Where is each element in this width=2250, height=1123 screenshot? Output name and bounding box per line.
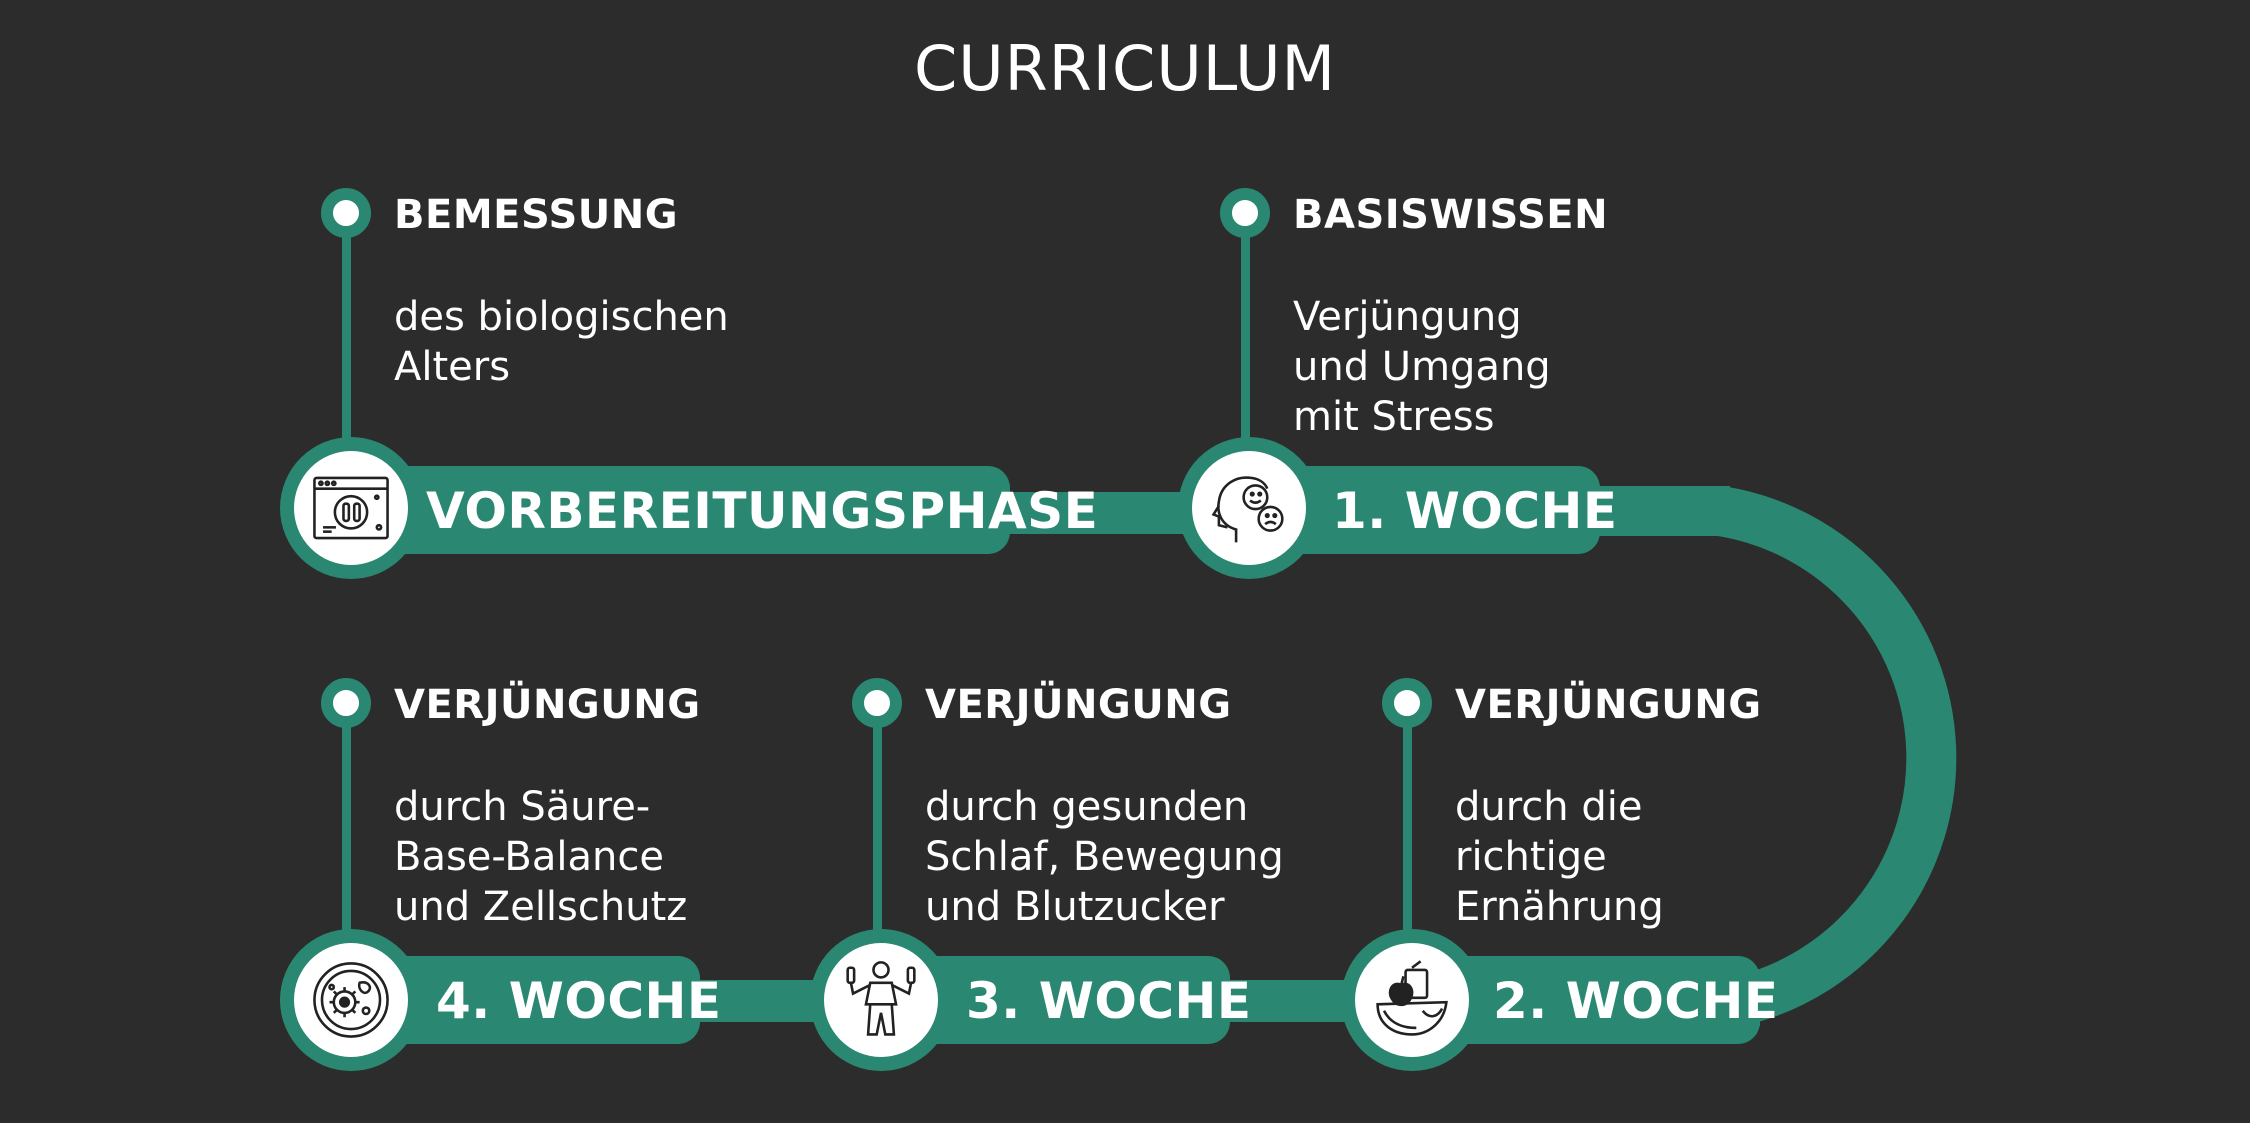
healthy-food-icon bbox=[1376, 960, 1448, 1036]
stage-heading: VERJÜNGUNG bbox=[394, 682, 701, 728]
stage-heading: VERJÜNGUNG bbox=[925, 682, 1232, 728]
stage-heading: BEMESSUNG bbox=[394, 192, 679, 238]
stage-label: 4. WOCHE bbox=[436, 972, 722, 1030]
pin-line bbox=[873, 700, 882, 962]
pin-dot bbox=[1220, 188, 1270, 238]
stage-icon-circle bbox=[1341, 929, 1483, 1071]
timeline-curve bbox=[1716, 486, 1957, 1026]
fitness-person-icon bbox=[846, 961, 916, 1036]
stage-label: 3. WOCHE bbox=[966, 972, 1252, 1030]
test-tube-analysis-icon bbox=[313, 476, 389, 540]
stage-heading: VERJÜNGUNG bbox=[1455, 682, 1762, 728]
pin-dot bbox=[321, 188, 371, 238]
connector-bar-curve-end bbox=[1700, 976, 1760, 1026]
stage-label: VORBEREITUNGSPHASE bbox=[426, 482, 1099, 540]
stage-description: des biologischen Alters bbox=[394, 294, 729, 390]
pin-dot bbox=[852, 678, 902, 728]
stage-bar-woche-4 bbox=[330, 956, 700, 1044]
stage-heading: BASISWISSEN bbox=[1293, 192, 1609, 238]
stage-description: durch Säure- Base-Balance und Zellschutz bbox=[394, 784, 688, 930]
pin-line bbox=[342, 700, 351, 962]
stage-bar-vorbereitung bbox=[330, 466, 1010, 554]
pin-line bbox=[1403, 700, 1412, 962]
stage-description: durch die richtige Ernährung bbox=[1455, 784, 1664, 930]
stage-label: 2. WOCHE bbox=[1493, 972, 1779, 1030]
connector-bar-curve-start bbox=[1580, 486, 1730, 536]
stage-bar-woche-2 bbox=[1390, 956, 1760, 1044]
pin-line bbox=[342, 210, 351, 472]
stage-icon-circle bbox=[810, 929, 952, 1071]
stage-description: Verjüngung und Umgang mit Stress bbox=[1293, 294, 1551, 440]
stage-label: 1. WOCHE bbox=[1332, 482, 1618, 540]
stage-description: durch gesunden Schlaf, Bewegung und Blut… bbox=[925, 784, 1284, 930]
head-emotions-icon bbox=[1211, 476, 1284, 543]
page-title: CURRICULUM bbox=[913, 32, 1337, 105]
stage-icon-circle bbox=[1178, 437, 1320, 579]
stage-icon-circle bbox=[280, 437, 422, 579]
pin-dot bbox=[1382, 678, 1432, 728]
pin-dot bbox=[321, 678, 371, 728]
stage-bar-woche-3 bbox=[860, 956, 1230, 1044]
stage-icon-circle bbox=[280, 929, 422, 1071]
cell-icon bbox=[313, 962, 389, 1038]
pin-line bbox=[1241, 210, 1250, 472]
